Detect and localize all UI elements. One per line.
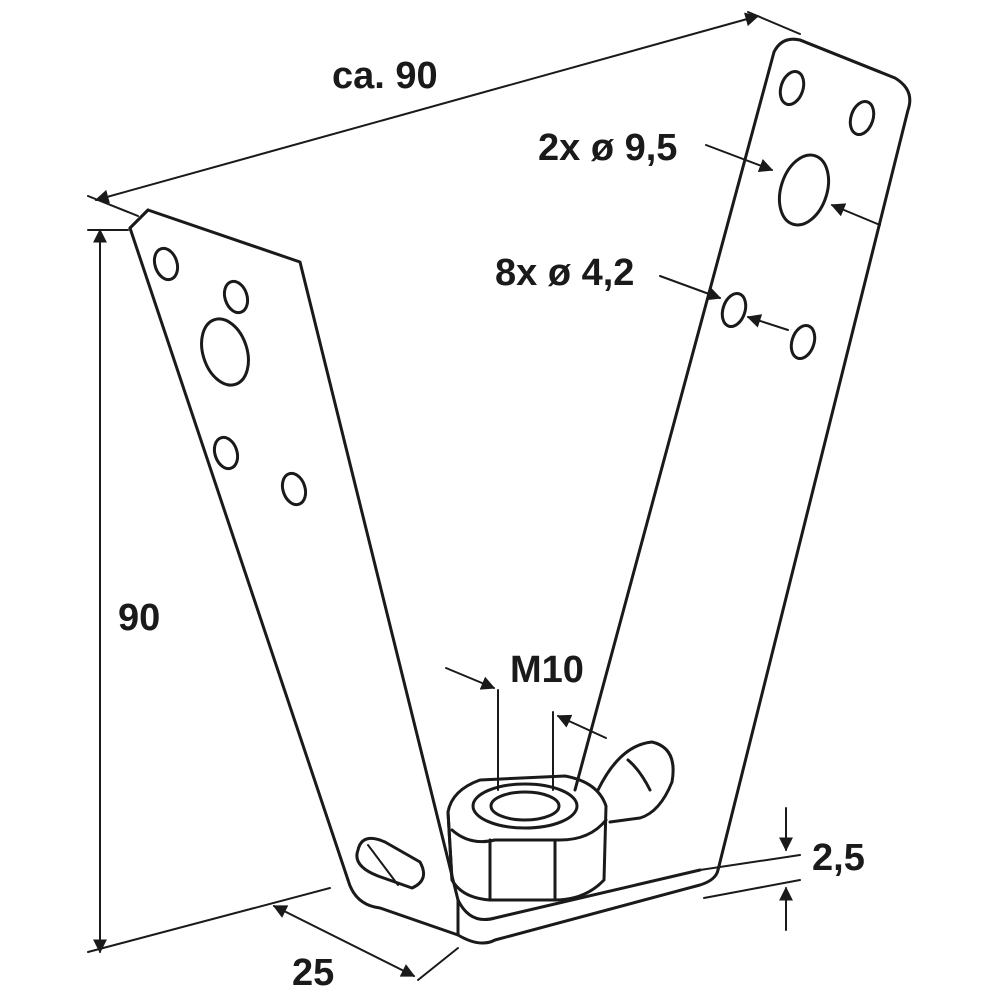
left-small-hole-3 [212, 435, 240, 471]
thickness-label: 2,5 [812, 837, 865, 879]
right-small-hole-4 [789, 323, 817, 361]
right-large-hole [777, 153, 831, 227]
right-small-hole-1 [778, 69, 806, 107]
callout-large-holes: 2x ø 9,5 [538, 127, 881, 226]
dimension-overall-width: ca. 90 [87, 11, 801, 217]
nut-wing [596, 740, 675, 824]
depth-label: 25 [292, 952, 334, 994]
bracket-base [346, 836, 720, 945]
left-small-hole-1 [152, 246, 180, 282]
right-small-hole-2 [848, 99, 876, 137]
dimension-thickness: 2,5 [699, 807, 865, 931]
height-label: 90 [118, 597, 160, 639]
left-large-hole [200, 317, 250, 387]
dimension-depth: 25 [272, 905, 459, 994]
right-small-hole-3 [720, 291, 748, 329]
large-holes-label: 2x ø 9,5 [538, 127, 677, 169]
nut-bore-inner [489, 790, 561, 822]
overall-width-label: ca. 90 [332, 55, 438, 97]
right-arm [573, 37, 912, 872]
left-small-hole-4 [280, 471, 308, 507]
base-slot [355, 836, 426, 890]
dimension-height: 90 [87, 228, 331, 954]
small-holes-label: 8x ø 4,2 [495, 252, 634, 294]
left-small-hole-2 [222, 279, 250, 315]
thread-label: M10 [510, 649, 584, 691]
callout-thread: M10 [445, 649, 607, 791]
wing-nut [446, 740, 675, 902]
nut-body [446, 774, 608, 902]
left-arm [128, 208, 460, 902]
callout-small-holes: 8x ø 4,2 [495, 252, 789, 331]
